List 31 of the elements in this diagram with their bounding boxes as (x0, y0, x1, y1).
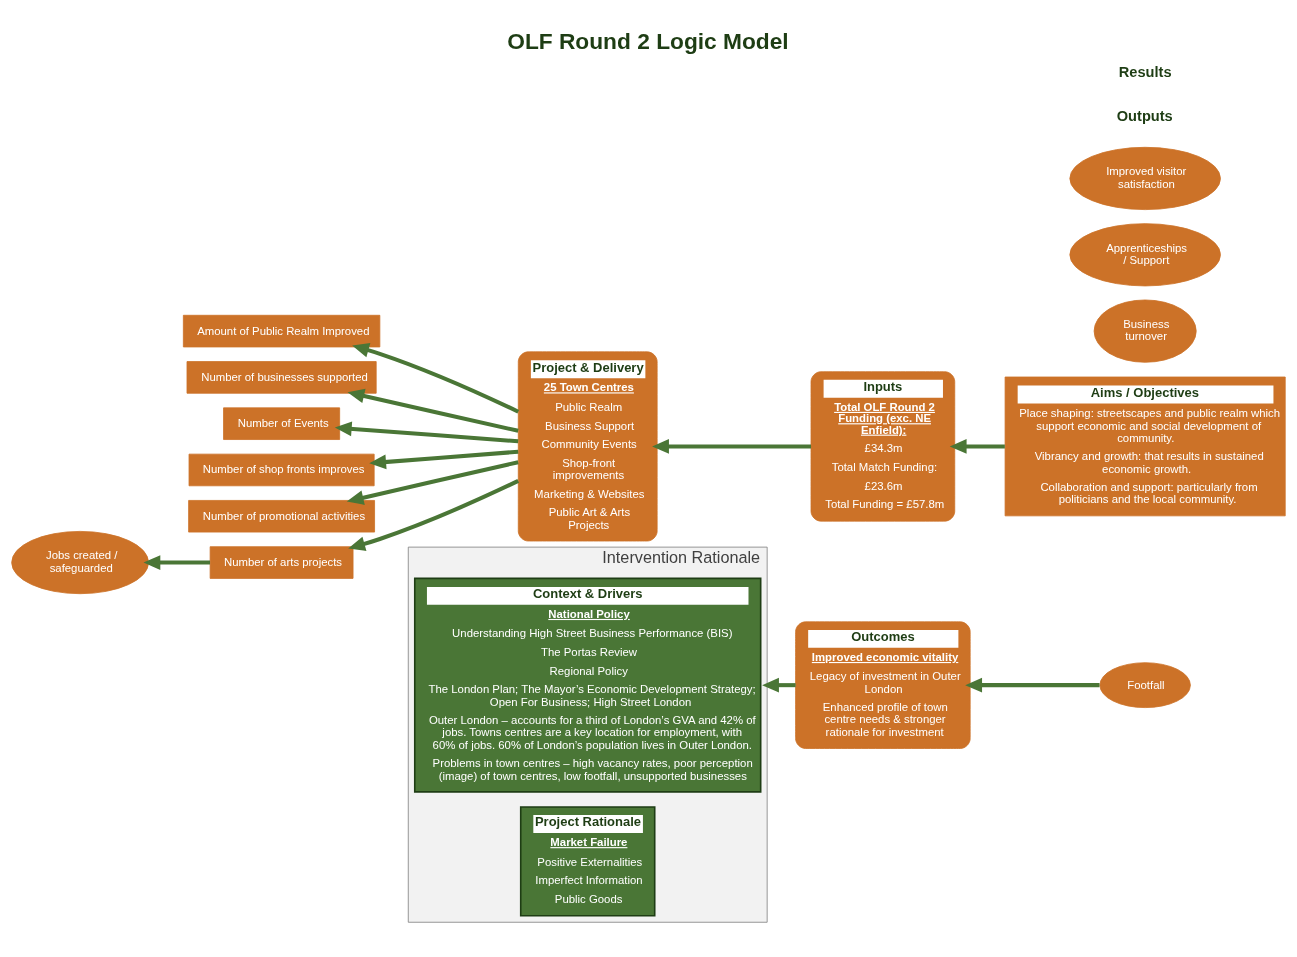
node-box: Number of promotional activities (188, 500, 375, 533)
diagram-title: OLF Round 2 Logic Model (507, 27, 789, 54)
arrow (346, 460, 519, 505)
node-ellipse: Apprenticeships / Support (1069, 223, 1221, 287)
node-box: Project Rationale Market Failure Positive Externalities Imperfect Information Public Goods (519, 806, 656, 917)
node-box: Outcomes Improved economic vitality Legacy of investment in Outer London Enhanced profile of town centre needs & stronger rationale for investment (795, 621, 971, 749)
arrow (762, 677, 796, 693)
arrow (352, 343, 520, 414)
label: Results (1118, 64, 1172, 81)
arrow (334, 421, 519, 444)
arrow (965, 677, 1100, 693)
node-ellipse: Business turnover (1093, 299, 1197, 363)
node-box: Project & Delivery 25 Town Centres Public Realm Business Support Community Events Shop-front improvements Marketing & Websites Public Art & Arts Projects (517, 351, 658, 542)
node-box: Number of arts projects (209, 546, 354, 579)
node-ellipse: Improved visitor satisfaction (1069, 146, 1221, 211)
node-box: Number of businesses supported (186, 361, 377, 394)
arrow (652, 439, 811, 454)
node-box: Inputs Total OLF Round 2 Funding (exc. NE Enfield): £34.3m Total Match Funding: £23.6m Total Funding = £57.8m (810, 371, 956, 522)
node-ellipse: Jobs created / safeguarded (11, 531, 149, 595)
node-box: Number of shop fronts improves (188, 453, 375, 487)
arrow (347, 388, 519, 433)
node-box: Amount of Public Realm Improved (182, 314, 381, 348)
label: Outputs (1116, 108, 1173, 125)
node-ellipse: Footfall (1099, 662, 1191, 708)
arrow (369, 449, 519, 470)
node-box: Number of Events (223, 407, 341, 440)
node-box: Context & Drivers National Policy Understanding High Street Business Performance (BIS) The Portas Review Regional Policy The London Plan; The Mayor’s Economic Development Strategy; Open For Business; High Street London Outer London – accounts for a third of London’s GVA and 42% of jobs. Towns centres are a key location for employment, with 60% of jobs. 60% of London’s population lives in Outer London. Problems in town centres – high vacancy rates, poor perception (image) of town centres, low footfall, unsupported businesses (413, 577, 762, 793)
node-box: Aims / Objectives Place shaping: streetscapes and public realm which support economic and social development of community. Vibrancy and growth: that results in sustained economic growth. Collaboration and support: particularly from politicians and the local community. (1004, 376, 1286, 517)
arrow (348, 479, 520, 551)
arrow (949, 439, 1005, 454)
arrow (143, 555, 211, 570)
